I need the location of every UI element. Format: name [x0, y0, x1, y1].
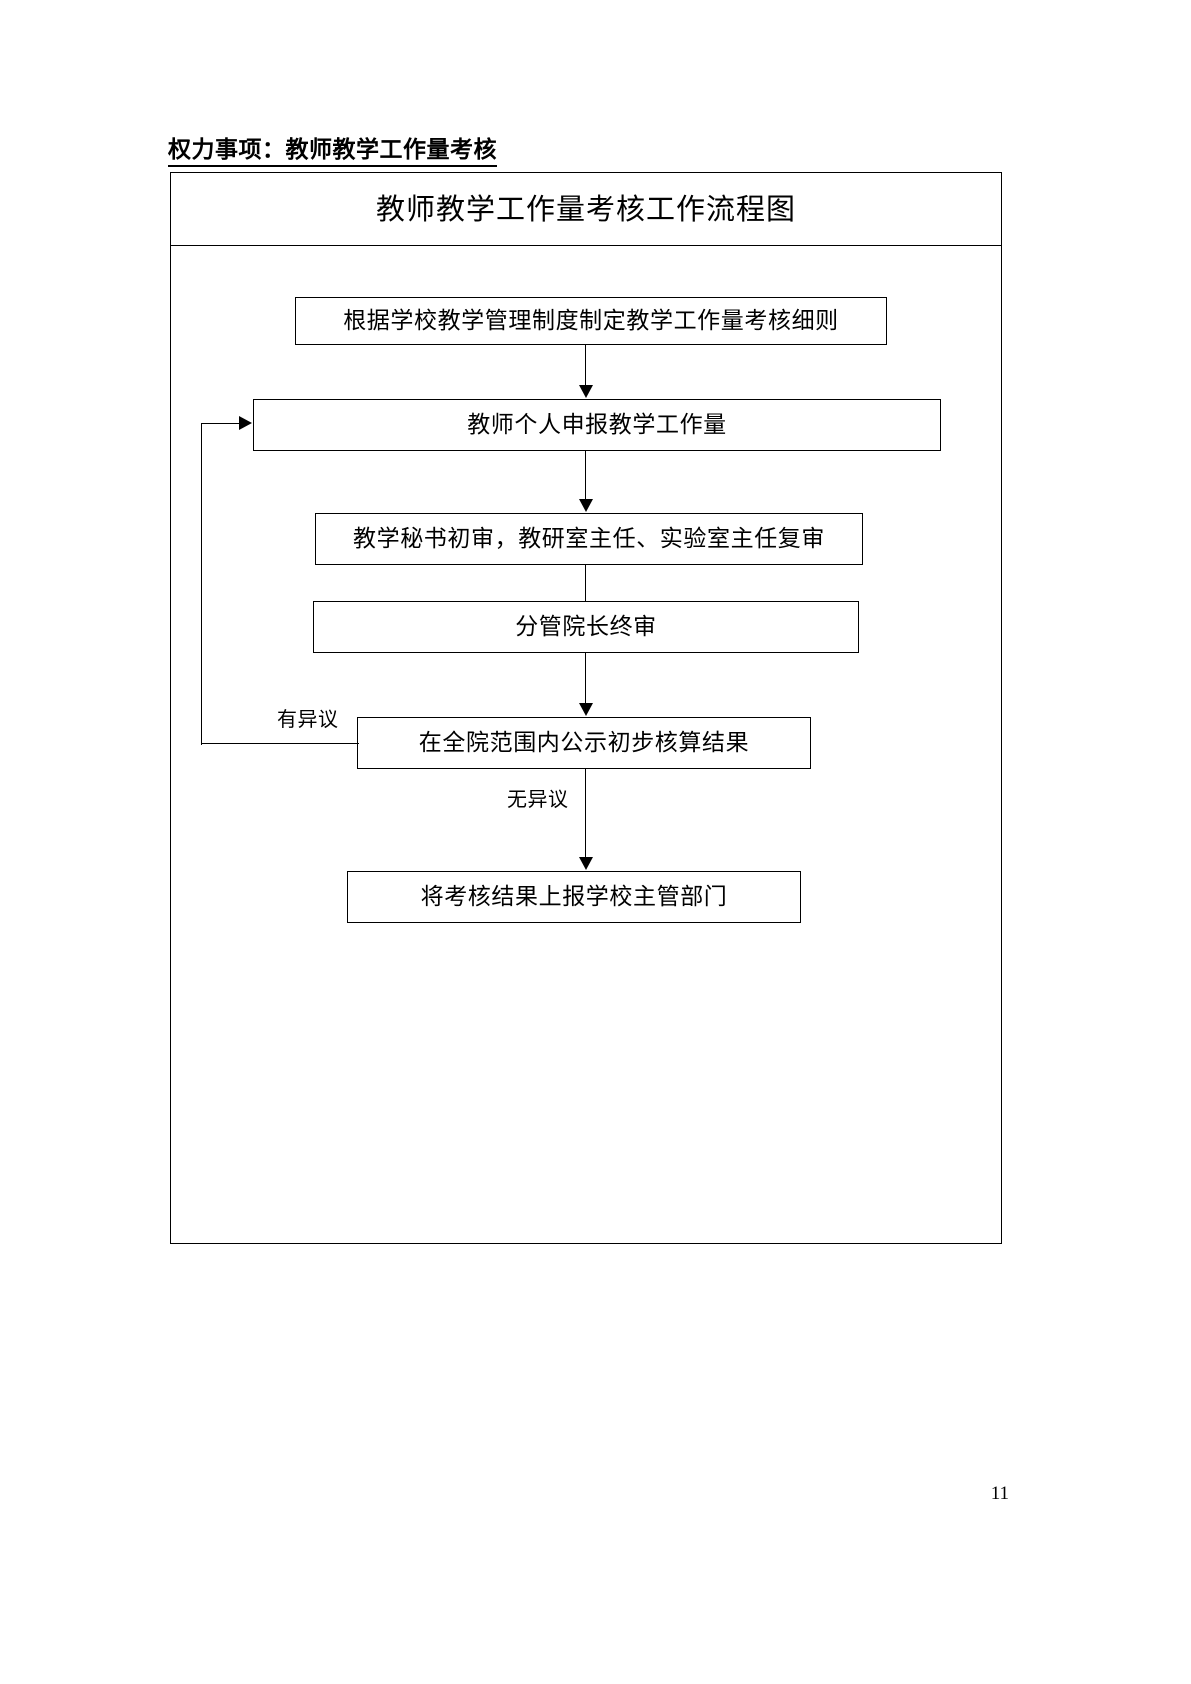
feedback-horizontal-bottom	[201, 743, 359, 744]
process-node-3[interactable]: 教学秘书初审，教研室主任、实验室主任复审	[315, 513, 863, 565]
connector-2-3-line	[585, 451, 586, 501]
connector-5-6-arrow	[579, 857, 593, 870]
connector-1-2-line	[585, 345, 586, 387]
feedback-arrow	[239, 416, 252, 430]
feedback-vertical	[201, 423, 202, 745]
process-node-4[interactable]: 分管院长终审	[313, 601, 859, 653]
connector-2-3-arrow	[579, 499, 593, 512]
process-node-5[interactable]: 在全院范围内公示初步核算结果	[357, 717, 811, 769]
flowchart-frame: 教师教学工作量考核工作流程图 根据学校教学管理制度制定教学工作量考核细则 教师个…	[170, 172, 1002, 1244]
connector-5-6-line	[585, 769, 586, 859]
title-divider	[171, 245, 1001, 246]
connector-1-2-arrow	[579, 385, 593, 398]
edge-label-objection: 有异议	[275, 707, 341, 733]
feedback-horizontal-top	[201, 423, 241, 424]
process-node-1[interactable]: 根据学校教学管理制度制定教学工作量考核细则	[295, 297, 887, 345]
connector-4-5-line	[585, 653, 586, 705]
edge-label-no-objection: 无异议	[505, 787, 571, 813]
flowchart-title: 教师教学工作量考核工作流程图	[375, 194, 796, 226]
connector-4-5-arrow	[579, 703, 593, 716]
process-node-2[interactable]: 教师个人申报教学工作量	[253, 399, 941, 451]
connector-3-4-line	[585, 565, 586, 603]
process-node-6[interactable]: 将考核结果上报学校主管部门	[347, 871, 801, 923]
page-number: 11	[990, 1483, 1009, 1504]
power-item-header: 权力事项：教师教学工作量考核	[168, 134, 497, 167]
